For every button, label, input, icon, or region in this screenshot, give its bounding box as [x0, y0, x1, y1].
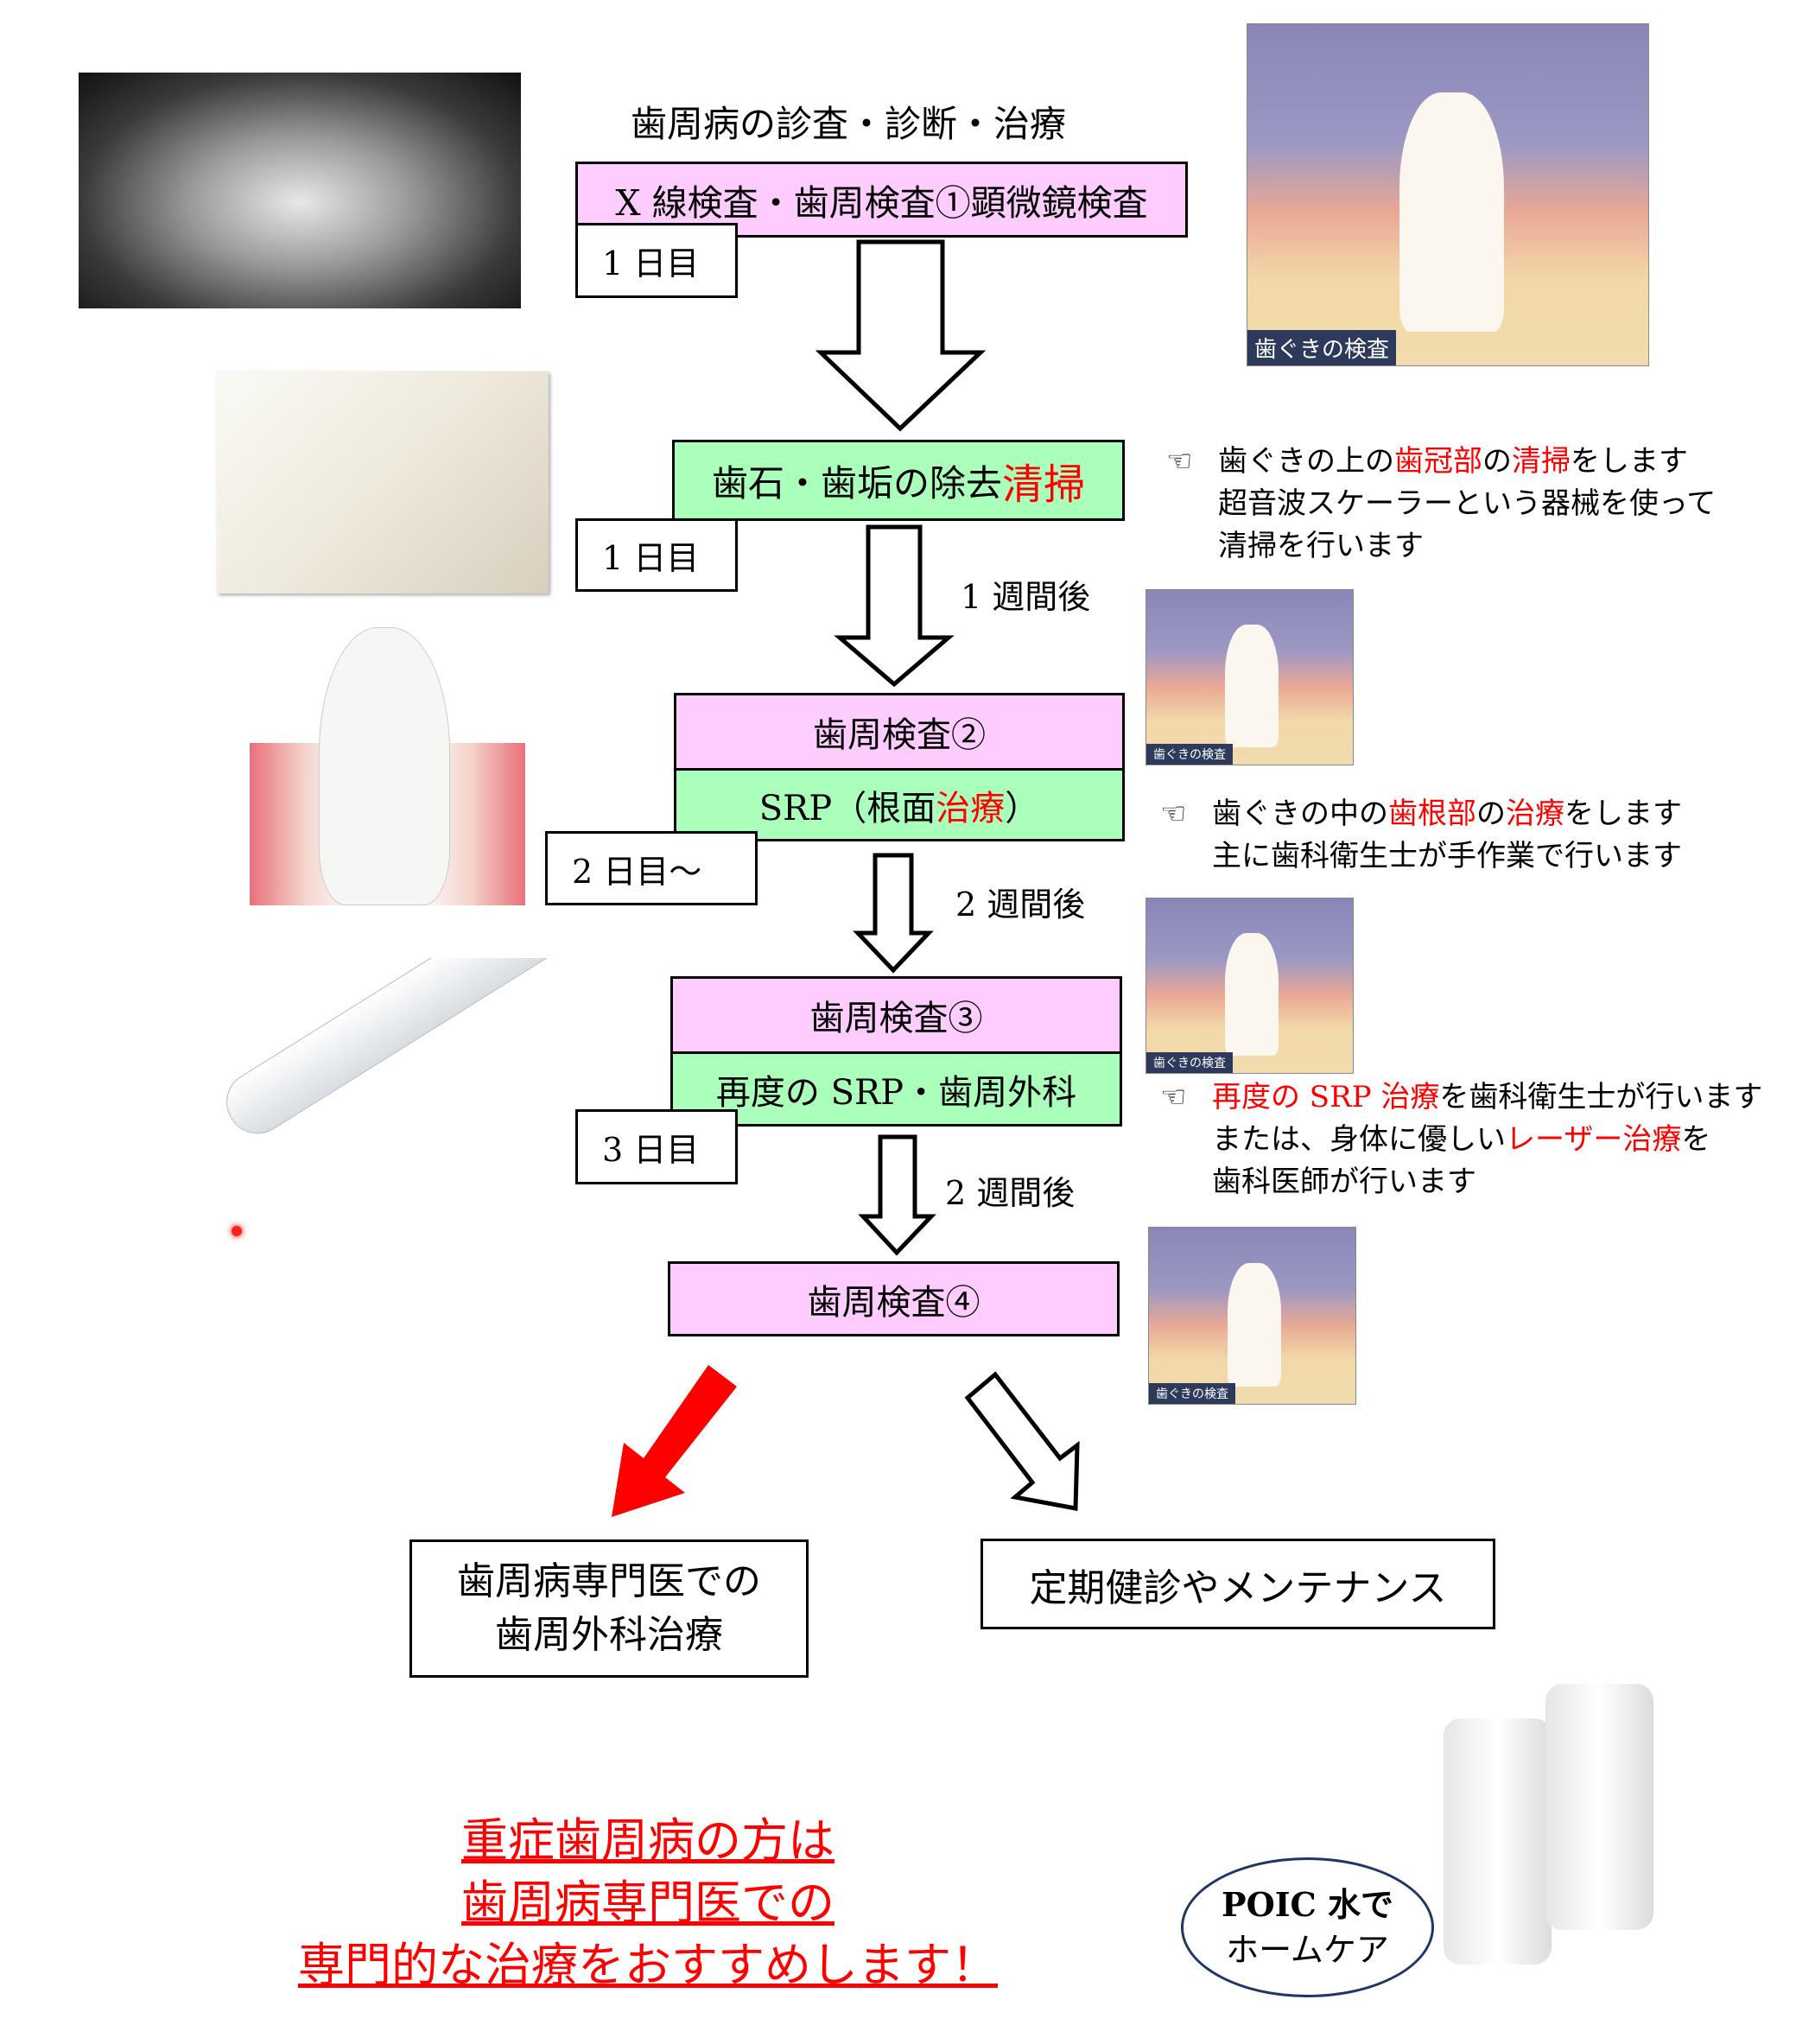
recommend-line2: 歯周病専門医での — [461, 1876, 835, 1930]
page-title: 歯周病の診査・診断・治療 — [631, 103, 1067, 145]
note-highlight: 清掃 — [1512, 444, 1571, 479]
pointing-hand-icon: ☜ — [1160, 1080, 1187, 1114]
down-arrow-2 — [853, 853, 934, 974]
note-line: 歯科医師が行います — [1212, 1165, 1476, 1199]
note-text: 歯ぐきの中の — [1212, 797, 1388, 831]
recommend-line3: 専門的な治療をおすすめします！ — [298, 1938, 998, 1992]
note-text: を歯科衛生士が行います — [1439, 1080, 1763, 1114]
outcome-specialist-line2: 歯周外科治療 — [495, 1613, 723, 1657]
note-text: の — [1476, 797, 1506, 831]
note-text: を — [1681, 1122, 1711, 1157]
note-line: 主に歯科衛生士が手作業で行います — [1212, 839, 1682, 873]
gum-exam-image-small-3: 歯ぐきの検査 — [1148, 1227, 1356, 1405]
note-highlight: 歯根部 — [1388, 797, 1476, 831]
step-scaling-text: 歯石・歯垢の除去 — [711, 461, 1002, 505]
scaling-tooth-illustration — [250, 610, 525, 905]
homecare-line1: POIC 水で — [1222, 1885, 1393, 1924]
interval-label-3: 2 週間後 — [945, 1174, 1076, 1212]
panoramic-xray-image — [79, 73, 521, 308]
note-text: 歯ぐきの上の — [1218, 444, 1394, 479]
outcome-maintenance: 定期健診やメンテナンス — [980, 1539, 1495, 1629]
step-perio-exam-4: 歯周検査④ — [668, 1261, 1120, 1336]
day-label-2: 1 日目 — [575, 518, 738, 592]
down-arrow-large — [815, 239, 987, 432]
pointing-hand-icon: ☜ — [1166, 444, 1193, 479]
note-srp: ☜ 歯ぐきの中の歯根部の治療をします 主に歯科衛生士が手作業で行います — [1160, 793, 1682, 878]
poic-water-bottles-photo — [1444, 1666, 1660, 1970]
day-label-4: 3 日目 — [575, 1109, 738, 1184]
homecare-line2: ホームケア — [1226, 1931, 1389, 1969]
note-highlight: 歯冠部 — [1394, 444, 1482, 479]
red-arrow-to-specialist — [612, 1365, 737, 1517]
poic-homecare-badge: POIC 水で ホームケア — [1181, 1857, 1434, 1997]
note-text: または、身体に優しい — [1212, 1122, 1506, 1157]
note-text: をします — [1564, 797, 1682, 831]
note-laser: ☜ 再度の SRP 治療を歯科衛生士が行います または、身体に優しいレーザー治療を… — [1160, 1076, 1762, 1203]
note-scaling: ☜ 歯ぐきの上の歯冠部の清掃をします 超音波スケーラーという器械を使って 清掃を行… — [1166, 441, 1716, 568]
note-line: 清掃を行います — [1218, 529, 1424, 563]
recommendation: 重症歯周病の方は 歯周病専門医での 専門的な治療をおすすめします！ — [216, 1810, 1080, 1996]
step-scaling-highlight: 清掃 — [1002, 460, 1086, 509]
note-highlight: レーザー治療 — [1506, 1122, 1682, 1157]
day-label-1: 1 日目 — [575, 223, 738, 298]
gum-exam-image-small-2: 歯ぐきの検査 — [1145, 898, 1354, 1074]
step-srp-text: SRP（根面 — [758, 788, 936, 828]
down-arrow-3 — [858, 1134, 936, 1256]
note-text: の — [1482, 444, 1512, 479]
note-highlight: 治療 — [1506, 797, 1564, 831]
gum-exam-caption: 歯ぐきの検査 — [1247, 330, 1397, 365]
gum-exam-image-small-1: 歯ぐきの検査 — [1145, 589, 1354, 765]
interval-label-2: 2 週間後 — [955, 886, 1086, 924]
gum-exam-image: 歯ぐきの検査 — [1247, 23, 1649, 366]
step-repeat-srp-surgery: 再度の SRP・歯周外科 — [670, 1051, 1122, 1127]
tooth-illustration — [1399, 92, 1504, 332]
outcome-specialist-line1: 歯周病専門医での — [457, 1559, 761, 1603]
note-text: をします — [1571, 444, 1688, 479]
ultrasonic-scaler-photo — [217, 371, 549, 594]
step-srp-text-end: ） — [1005, 788, 1040, 828]
down-arrow-1 — [834, 524, 955, 688]
outcome-specialist-surgery: 歯周病専門医での 歯周外科治療 — [409, 1539, 809, 1678]
note-line: 超音波スケーラーという器械を使って — [1218, 486, 1717, 521]
step-perio-exam-3: 歯周検査③ — [670, 976, 1122, 1054]
interval-label-1: 1 週間後 — [961, 578, 1091, 616]
step-srp-highlight: 治療 — [936, 788, 1006, 828]
step-scaling-cleaning: 歯石・歯垢の除去清掃 — [672, 440, 1125, 521]
laser-device-photo — [197, 958, 584, 1247]
recommend-line1: 重症歯周病の方は — [461, 1813, 835, 1868]
step-srp: SRP（根面治療） — [674, 768, 1125, 841]
pointing-hand-icon: ☜ — [1160, 797, 1187, 831]
note-highlight: 再度の SRP 治療 — [1212, 1080, 1440, 1114]
arrow-to-maintenance — [964, 1371, 1080, 1511]
step-perio-exam-2: 歯周検査② — [674, 693, 1125, 771]
day-label-3: 2 日目～ — [545, 831, 758, 905]
